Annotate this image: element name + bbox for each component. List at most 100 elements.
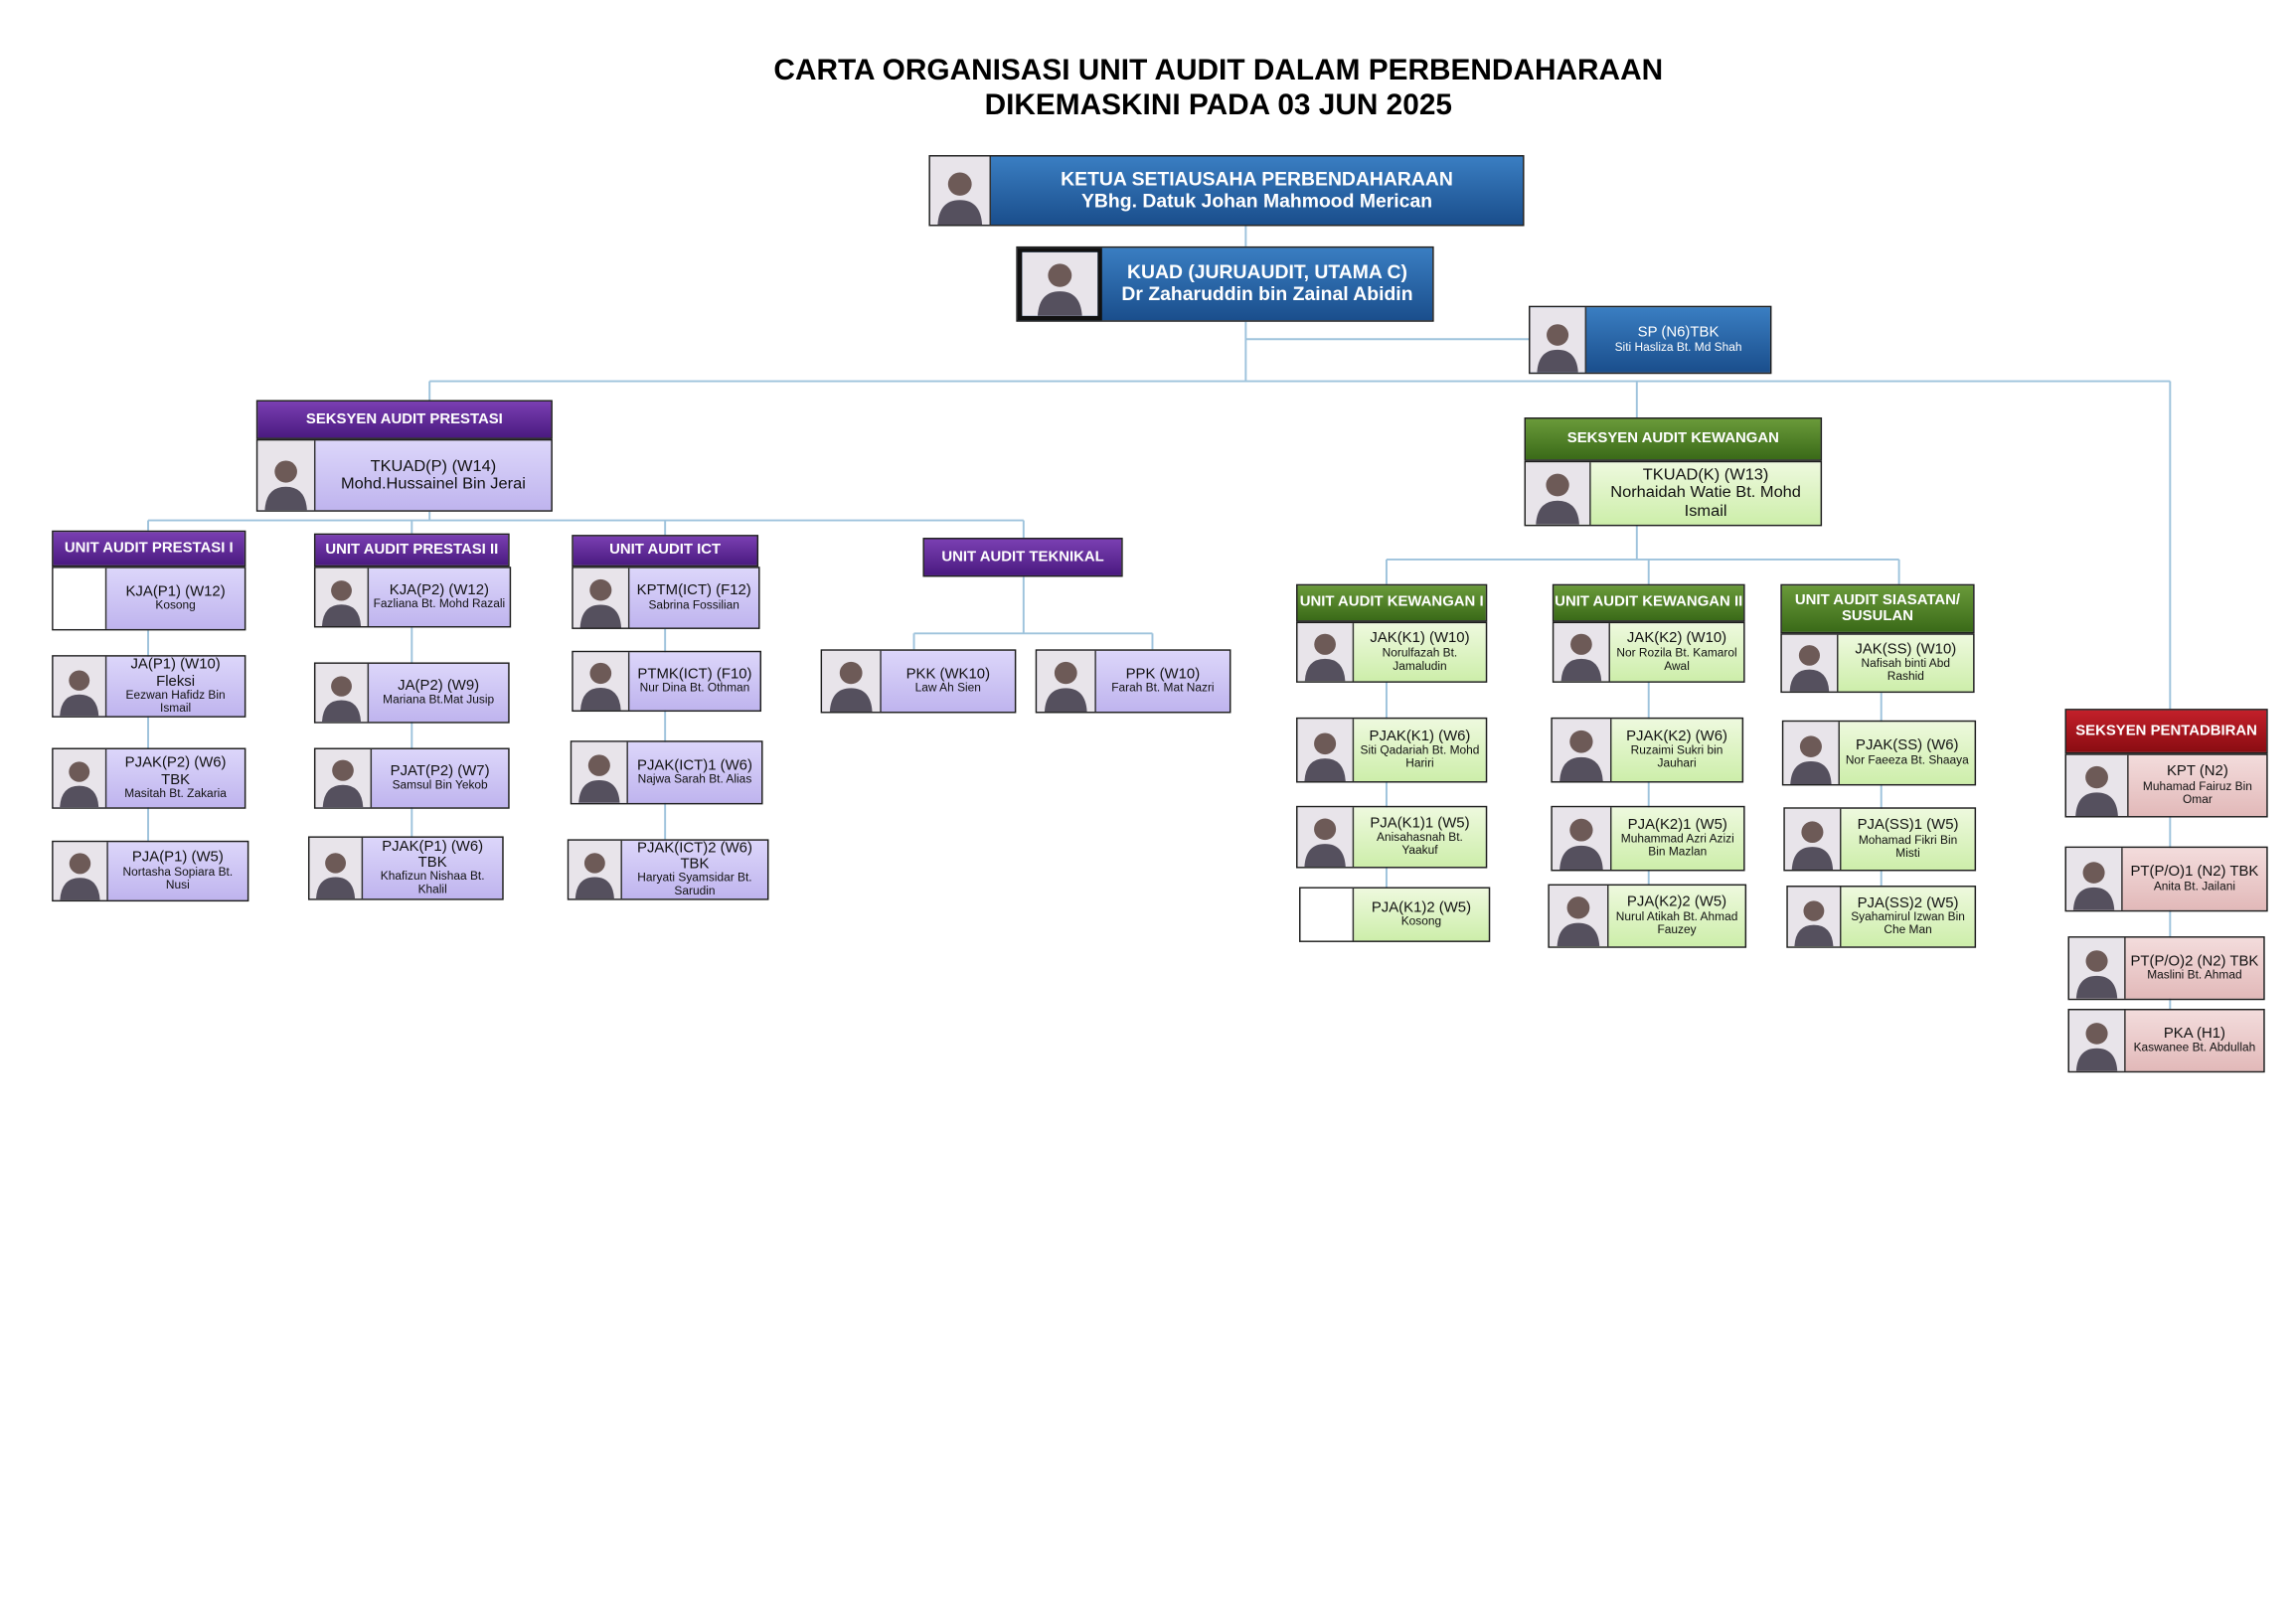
staff-role: JA(P2) (W9) — [398, 678, 480, 695]
person-silhouette-icon — [1783, 722, 1839, 784]
prestasi-head-box: TKUAD(P) (W14) Mohd.Hussainel Bin Jerai — [255, 438, 553, 512]
staff-name: Siti Qadariah Bt. Mohd Hariri — [1360, 743, 1480, 770]
staff-name: Fazliana Bt. Mohd Razali — [373, 596, 506, 611]
person-silhouette-icon — [1526, 462, 1590, 525]
staff-box: PTMK(ICT) (F10)Nur Dina Bt. Othman — [572, 650, 762, 713]
staff-photo — [53, 842, 108, 900]
prestasi-head-role: TKUAD(P) (W14) — [370, 457, 497, 475]
staff-role: PJAK(K1) (W6) — [1369, 729, 1471, 745]
staff-role: JAK(SS) (W10) — [1855, 641, 1957, 659]
staff-role: KPTM(ICT) (F12) — [636, 582, 751, 599]
ksp-photo — [929, 156, 992, 226]
person-silhouette-icon — [1297, 807, 1353, 868]
staff-role: PKK (WK10) — [905, 666, 991, 683]
staff-photo — [573, 568, 630, 628]
staff-role: PJAT(P2) (W7) — [390, 763, 490, 780]
staff-name: Maslini Bt. Ahmad — [2147, 968, 2242, 982]
staff-name: Nurul Atikah Bt. Ahmad Fauzey — [1615, 909, 1738, 936]
staff-box: PJA(P1) (W5)Nortasha Sopiara Bt. Nusi — [52, 840, 249, 902]
staff-box: PJA(K2)1 (W5)Muhammad Azri Azizi Bin Maz… — [1551, 805, 1745, 872]
staff-box: PJAK(K2) (W6)Ruzaimi Sukri bin Jauhari — [1551, 717, 1744, 783]
staff-name: Nortasha Sopiara Bt. Nusi — [122, 865, 234, 892]
staff-photo — [569, 840, 622, 899]
staff-name: Nor Rozila Bt. Kamarol Awal — [1616, 645, 1737, 673]
staff-name: Eezwan Hafidz Bin Ismail — [125, 688, 226, 715]
staff-role: JAK(K2) (W10) — [1626, 631, 1727, 648]
prestasi-head-photo — [257, 440, 316, 511]
staff-role: PJAK(ICT)1 (W6) — [637, 757, 752, 774]
person-silhouette-icon — [569, 840, 621, 899]
staff-name: Anisahasnah Bt. Yaakuf — [1377, 830, 1463, 858]
staff-box: KJA(P2) (W12)Fazliana Bt. Mohd Razali — [313, 567, 512, 628]
staff-photo — [309, 837, 364, 899]
person-silhouette-icon — [315, 748, 371, 808]
staff-name: Syahamirul Izwan Bin Che Man — [1851, 910, 1965, 937]
chart-subtitle: DIKEMASKINI PADA 03 JUN 2025 — [984, 89, 1453, 122]
staff-role: PJA(K1)1 (W5) — [1370, 815, 1470, 833]
person-silhouette-icon — [572, 741, 627, 803]
person-silhouette-icon — [1784, 808, 1840, 870]
person-silhouette-icon — [2066, 848, 2122, 910]
staff-photo — [2068, 937, 2126, 999]
person-silhouette-icon — [53, 748, 105, 808]
staff-photo — [1552, 719, 1612, 782]
staff-photo — [572, 741, 628, 803]
staff-role: PJA(K1)2 (W5) — [1371, 899, 1472, 916]
staff-photo — [1297, 719, 1355, 782]
chart-title: CARTA ORGANISASI UNIT AUDIT DALAM PERBEN… — [773, 55, 1664, 87]
staff-name: Khafizun Nishaa Bt. Khalil — [380, 870, 485, 896]
staff-photo — [1783, 722, 1840, 784]
staff-photo — [1037, 650, 1096, 713]
staff-name: Anita Bt. Jailani — [2153, 879, 2235, 893]
staff-role: JA(P1) (W10) Fleksi — [130, 657, 221, 690]
person-silhouette-icon — [1297, 719, 1353, 782]
staff-name: Law Ah Sien — [914, 681, 981, 695]
staff-role: PT(P/O)1 (N2) TBK — [2130, 864, 2259, 881]
staff-name: Sabrina Fossilian — [648, 597, 739, 611]
ksp-role: KETUA SETIAUSAHA PERBENDAHARAAN — [1061, 168, 1453, 190]
staff-role: PJA(K2)1 (W5) — [1627, 817, 1727, 834]
person-silhouette-icon — [1297, 623, 1353, 682]
staff-photo — [315, 568, 370, 626]
person-silhouette-icon — [573, 652, 628, 711]
person-silhouette-icon — [929, 156, 990, 226]
staff-photo — [1554, 623, 1610, 682]
staff-box: JA(P2) (W9)Mariana Bt.Mat Jusip — [313, 662, 510, 724]
staff-photo — [315, 663, 370, 723]
staff-name: Ruzaimi Sukri bin Jauhari — [1630, 743, 1723, 770]
staff-box: PJA(K2)2 (W5)Nurul Atikah Bt. Ahmad Fauz… — [1548, 884, 1747, 948]
staff-box: PKK (WK10)Law Ah Sien — [820, 649, 1017, 714]
staff-box: PJAT(P2) (W7)Samsul Bin Yekob — [313, 747, 510, 809]
person-silhouette-icon — [1549, 886, 1607, 947]
kuad-role: KUAD (JURUAUDIT, UTAMA C) — [1126, 261, 1407, 284]
staff-role: PJA(P1) (W5) — [131, 850, 224, 867]
staff-photo — [1549, 886, 1609, 947]
staff-photo — [1784, 808, 1842, 870]
staff-box: KJA(P1) (W12)Kosong — [52, 567, 246, 631]
staff-name: Mohamad Fikri Bin Misti — [1858, 833, 1958, 860]
sp-box: SP (N6)TBK Siti Hasliza Bt. Md Shah — [1529, 305, 1772, 375]
person-silhouette-icon — [315, 663, 368, 723]
staff-role: PJAK(K2) (W6) — [1626, 729, 1727, 745]
staff-name: Mariana Bt.Mat Jusip — [383, 693, 495, 707]
ksp-name: YBhg. Datuk Johan Mahmood Merican — [1080, 189, 1433, 212]
sp-photo — [1530, 307, 1587, 373]
kuad-box: KUAD (JURUAUDIT, UTAMA C) Dr Zaharuddin … — [1016, 245, 1434, 322]
kewangan-head-photo — [1526, 462, 1591, 525]
kuad-photo — [1017, 247, 1102, 321]
staff-box: JAK(K1) (W10)Norulfazah Bt. Jamaludin — [1296, 621, 1488, 683]
ksp-box: KETUA SETIAUSAHA PERBENDAHARAAN YBhg. Da… — [928, 155, 1525, 227]
staff-role: KPT (N2) — [2166, 764, 2228, 781]
person-silhouette-icon — [53, 656, 105, 717]
unit-header-prestasi-1: UNIT AUDIT PRESTASI I — [52, 530, 246, 568]
person-silhouette-icon — [1552, 719, 1610, 782]
staff-box: PJAK(K1) (W6)Siti Qadariah Bt. Mohd Hari… — [1296, 717, 1488, 783]
staff-photo — [822, 650, 882, 713]
staff-role: KJA(P1) (W12) — [125, 583, 226, 600]
staff-role: JAK(K1) (W10) — [1370, 631, 1470, 648]
